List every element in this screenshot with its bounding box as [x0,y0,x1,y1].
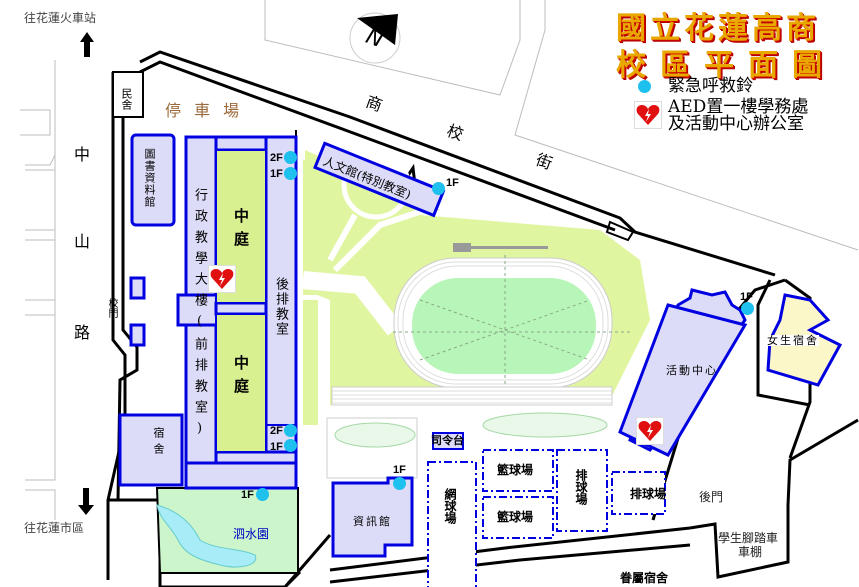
floor-marker-1f: 1F [740,291,753,303]
pond [156,504,257,568]
floor-marker-1f: 1F [241,489,254,501]
label-bike-shed-1: 學生腳踏車 [718,531,779,545]
floor-marker-1f: 1F [393,464,406,476]
floor-marker-2f: 2F [270,425,283,437]
info-building-shape [331,476,414,558]
direction-to-station: 往花蓮火車站 [24,11,97,25]
courtyard-south [215,313,267,453]
floor-marker-1f: 1F [270,168,283,180]
label-basketball-court-1: 籃球場 [497,463,534,477]
label-activity-center: 活動中心 [666,364,718,377]
straight-track [331,386,613,406]
compass-rose [349,12,401,64]
long-jump-pit [471,246,548,249]
label-courtyard-south: 中庭 [232,355,250,401]
humanities-building [313,141,446,218]
floor-marker-2f: 2F [270,152,283,164]
emergency-bell-icon[interactable] [741,302,754,315]
label-volleyball-court-2: 排球場 [630,487,667,501]
emergency-bell-icon[interactable] [432,182,445,195]
aed-icon[interactable] [636,417,664,445]
label-bike-shed-2: 車棚 [738,545,763,559]
emergency-bell-icon[interactable] [284,439,297,452]
road-zhongshan-2: 山 [74,232,91,251]
label-courtyard-north: 中庭 [232,208,250,254]
aed-icon[interactable] [208,265,236,293]
emergency-bell-icon[interactable] [284,167,297,180]
label-sishui-garden: 泗水園 [233,527,270,541]
sports-field [412,278,596,374]
emergency-bell-icon[interactable] [256,488,269,501]
label-tennis-court: 網球場 [443,488,457,524]
legend-emergency-bell: 緊急呼救鈴 [668,76,753,96]
emergency-bell-icon[interactable] [393,477,406,490]
label-back-gate: 後門 [699,490,724,504]
emergency-bell-legend-icon [638,80,651,93]
label-parking: 停 車 場 [165,101,244,120]
floor-marker-1f: 1F [446,177,459,189]
street-outlines [20,0,859,520]
label-back-classrooms: 後排教室 [273,277,288,337]
arrow-down-icon [78,488,94,515]
minshe-building [112,71,144,118]
floor-marker-1f: 1F [270,441,283,453]
label-info-building: 資訊館 [353,515,392,528]
arrow-up-icon [80,32,94,57]
legend-aed-line1: AED置一樓學務處 [668,97,809,117]
legend-aed-line2: 及活動中心辦公室 [668,114,804,134]
label-podium: 司令台 [431,434,464,447]
road-zhongshan-1: 中 [74,145,91,164]
emergency-bell-icon[interactable] [284,424,297,437]
emergency-bell-icon[interactable] [284,151,297,164]
label-staff-housing: 眷屬宿舍 [620,571,669,585]
direction-to-city: 往花蓮市區 [24,521,85,535]
label-dorm: 宿舍 [152,427,165,459]
label-library: 圖書資料館 [143,148,156,208]
road-zhongshan-3: 路 [74,323,91,342]
label-minshe: 民舍 [120,88,133,110]
label-basketball-court-2: 籃球場 [497,510,534,524]
aed-legend-icon [634,101,662,129]
label-admin-building: 行政教學大樓(前排教室) [192,188,207,444]
map-title-line2: 校區平面圖 [616,48,836,83]
map-title-line1: 國立花蓮高商 [616,11,820,46]
label-volleyball-court-1: 排球場 [574,469,588,505]
label-main-gate: 校門 [106,298,117,318]
label-girls-dorm: 女生宿舍 [767,334,819,347]
